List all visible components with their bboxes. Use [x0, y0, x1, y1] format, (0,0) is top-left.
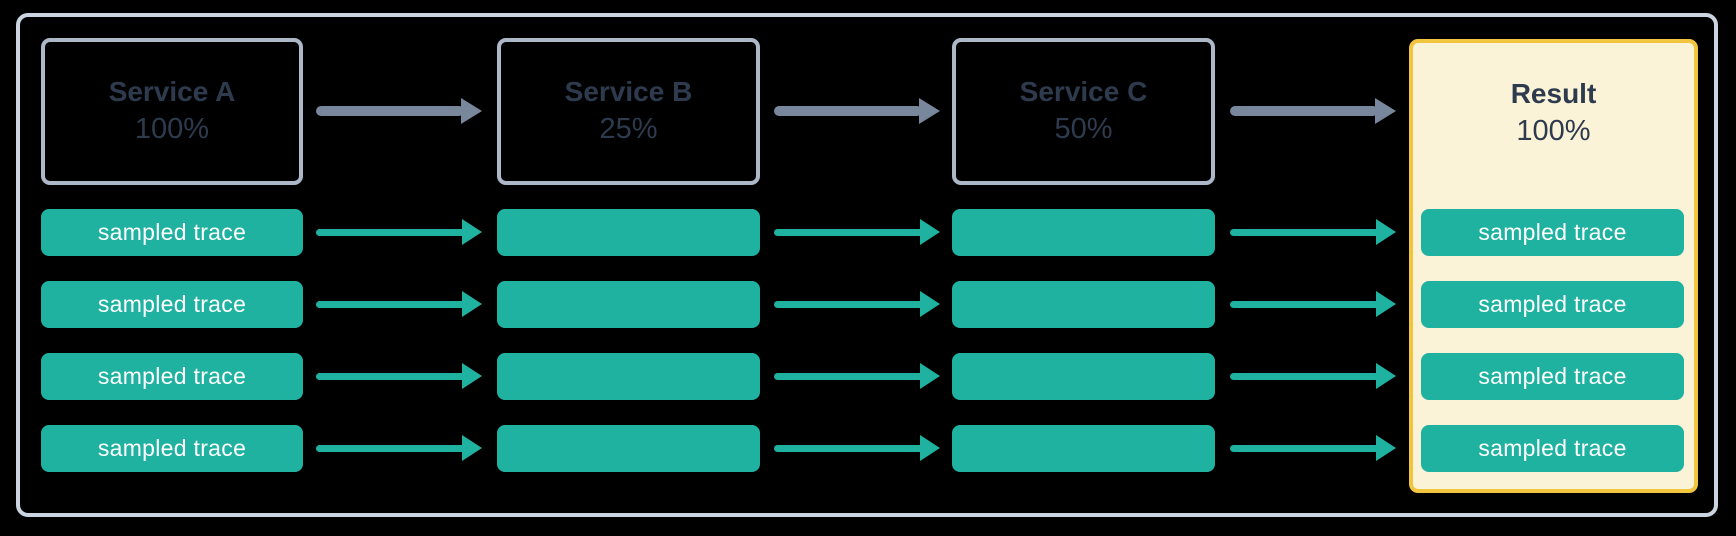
arrow-shaft	[1230, 444, 1379, 452]
trace-flow-arrow-gap2-row2	[774, 291, 940, 318]
arrow-shaft	[774, 106, 922, 116]
arrow-shaft	[316, 444, 465, 452]
trace-flow-arrow-gap1-row3	[316, 363, 482, 390]
trace-flow-arrow-gap3-row2	[1230, 291, 1396, 318]
trace-bar-service-c-row1	[952, 209, 1215, 256]
arrow-shaft	[316, 228, 465, 236]
trace-flow-arrow-gap1-row1	[316, 219, 482, 246]
trace-bar-result-row3: sampled trace	[1421, 353, 1684, 400]
service-flow-arrow-gap2	[774, 98, 940, 124]
trace-bar-result-row4: sampled trace	[1421, 425, 1684, 472]
trace-bar-service-a-row1: sampled trace	[41, 209, 303, 256]
arrow-shaft	[774, 444, 923, 452]
trace-bar-service-a-row3: sampled trace	[41, 353, 303, 400]
trace-flow-arrow-gap2-row1	[774, 219, 940, 246]
trace-bar-service-a-row4: sampled trace	[41, 425, 303, 472]
trace-bar-service-c-row2	[952, 281, 1215, 328]
trace-bar-label: sampled trace	[97, 219, 247, 245]
service-c-title: Service C	[1019, 76, 1148, 108]
service-a-box: Service A 100%	[41, 38, 303, 185]
arrow-head-icon	[920, 291, 940, 317]
trace-bar-label: sampled trace	[97, 291, 247, 317]
arrow-shaft	[774, 372, 923, 380]
arrow-shaft	[774, 300, 923, 308]
result-title: Result	[1510, 77, 1597, 109]
arrow-head-icon	[920, 219, 940, 245]
arrow-shaft	[1230, 228, 1379, 236]
diagram-frame	[16, 13, 1718, 517]
trace-bar-service-c-row3	[952, 353, 1215, 400]
arrow-shaft	[1230, 372, 1379, 380]
trace-bar-label: sampled trace	[1478, 363, 1627, 389]
service-c-box: Service C 50%	[952, 38, 1215, 185]
trace-bar-label: sampled trace	[1478, 291, 1627, 317]
result-percentage: 100%	[1516, 114, 1591, 147]
service-b-title: Service B	[564, 76, 693, 108]
service-b-box: Service B 25%	[497, 38, 760, 185]
trace-bar-service-c-row4	[952, 425, 1215, 472]
arrow-shaft	[316, 300, 465, 308]
service-a-percentage: 100%	[134, 113, 210, 146]
trace-flow-arrow-gap3-row4	[1230, 435, 1396, 462]
result-header: Result 100%	[1413, 43, 1694, 183]
service-c-percentage: 50%	[1054, 113, 1113, 146]
arrow-head-icon	[1375, 98, 1396, 124]
arrow-shaft	[774, 228, 923, 236]
trace-bar-service-b-row3	[497, 353, 760, 400]
trace-bar-result-row1: sampled trace	[1421, 209, 1684, 256]
arrow-head-icon	[920, 363, 940, 389]
arrow-shaft	[316, 106, 464, 116]
trace-flow-arrow-gap2-row4	[774, 435, 940, 462]
arrow-head-icon	[1376, 219, 1396, 245]
trace-flow-arrow-gap1-row2	[316, 291, 482, 318]
service-a-title: Service A	[108, 76, 236, 108]
trace-bar-label: sampled trace	[1478, 219, 1627, 245]
trace-bar-service-b-row2	[497, 281, 760, 328]
service-flow-arrow-gap3	[1230, 98, 1396, 124]
arrow-shaft	[1230, 106, 1378, 116]
trace-bar-label: sampled trace	[97, 435, 247, 461]
arrow-head-icon	[1376, 435, 1396, 461]
trace-bar-service-b-row4	[497, 425, 760, 472]
arrow-head-icon	[462, 363, 482, 389]
arrow-shaft	[316, 372, 465, 380]
trace-bar-result-row2: sampled trace	[1421, 281, 1684, 328]
trace-bar-label: sampled trace	[1478, 435, 1627, 461]
trace-flow-arrow-gap3-row1	[1230, 219, 1396, 246]
result-box: Result 100%	[1409, 39, 1698, 493]
arrow-head-icon	[920, 435, 940, 461]
trace-flow-arrow-gap3-row3	[1230, 363, 1396, 390]
service-b-percentage: 25%	[599, 113, 658, 146]
trace-flow-arrow-gap1-row4	[316, 435, 482, 462]
arrow-head-icon	[462, 291, 482, 317]
arrow-head-icon	[1376, 363, 1396, 389]
arrow-head-icon	[461, 98, 482, 124]
trace-bar-label: sampled trace	[97, 363, 247, 389]
arrow-head-icon	[919, 98, 940, 124]
trace-bar-service-b-row1	[497, 209, 760, 256]
trace-bar-service-a-row2: sampled trace	[41, 281, 303, 328]
arrow-head-icon	[462, 219, 482, 245]
arrow-head-icon	[462, 435, 482, 461]
arrow-head-icon	[1376, 291, 1396, 317]
service-flow-arrow-gap1	[316, 98, 482, 124]
arrow-shaft	[1230, 300, 1379, 308]
trace-flow-arrow-gap2-row3	[774, 363, 940, 390]
